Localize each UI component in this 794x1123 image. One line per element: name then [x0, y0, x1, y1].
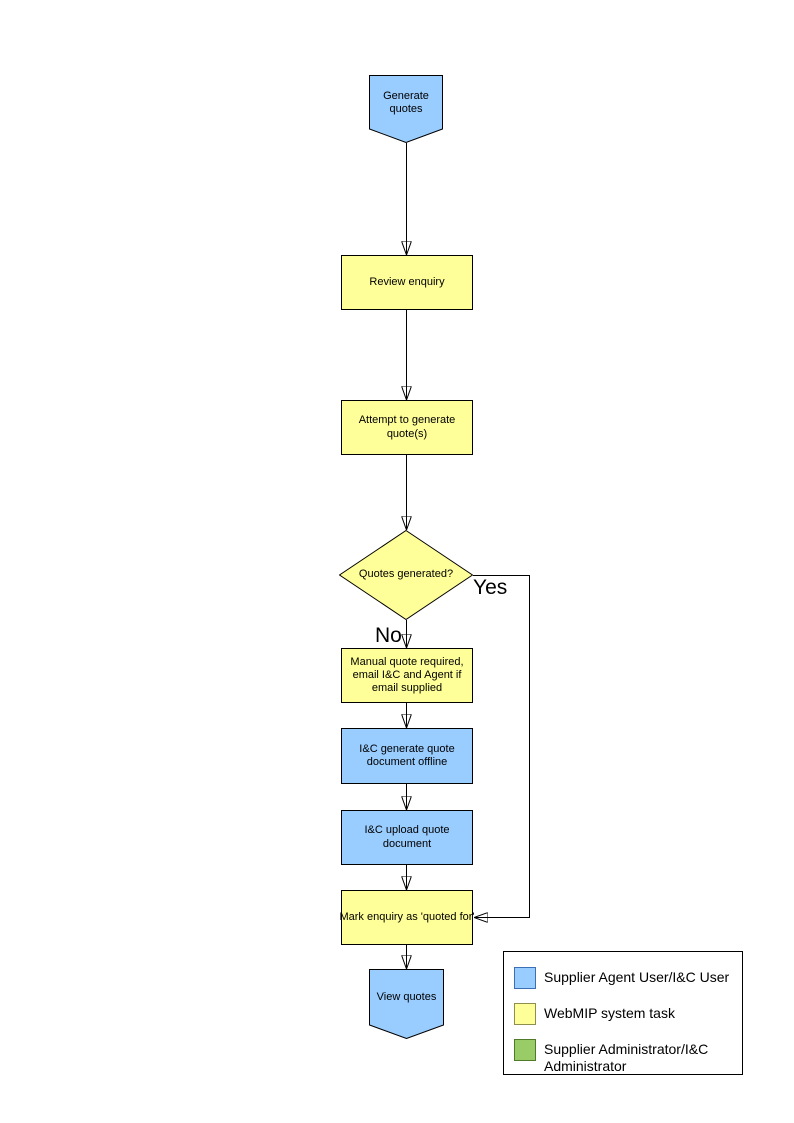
node-label: Generate quotes [383, 89, 429, 115]
off-page-connector-shape [369, 969, 444, 1039]
node-label: View quotes [376, 991, 437, 1004]
node-label: Mark enquiry as 'quoted for' [339, 910, 475, 923]
legend-swatch-yellow [514, 1003, 536, 1025]
node-mark-enquiry-quoted: Mark enquiry as 'quoted for' [339, 890, 475, 945]
legend-label: Supplier Administrator/I&C Administrator [544, 1041, 709, 1074]
legend-label: Supplier Agent User/I&C User [544, 969, 730, 985]
legend-swatch-green [514, 1039, 536, 1061]
legend-label: WebMIP system task [544, 1005, 675, 1021]
decision-diamond-shape [339, 530, 473, 620]
legend-item-system-task: WebMIP system task [514, 1003, 734, 1025]
node-review-enquiry: Review enquiry [341, 255, 473, 310]
legend-item-user-task: Supplier Agent User/I&C User [514, 967, 734, 989]
branch-label-yes: Yes [473, 576, 508, 599]
legend-item-admin-task: Supplier Administrator/I&C Administrator [514, 1039, 734, 1075]
node-label: I&C generate quote document offline [359, 742, 455, 768]
node-view-quotes: View quotes [369, 969, 444, 1039]
node-ic-upload-quote: I&C upload quote document [341, 810, 473, 865]
arrow-decision-yes-to-mark [473, 575, 530, 918]
node-label: I&C upload quote document [364, 824, 450, 850]
node-label: Review enquiry [369, 275, 445, 288]
off-page-connector-shape [369, 75, 443, 143]
legend-swatch-blue [514, 967, 536, 989]
node-label: Quotes generated? [358, 568, 454, 581]
branch-label-no: No [375, 624, 402, 647]
node-quotes-generated-decision: Quotes generated? [339, 530, 473, 620]
node-ic-generate-offline: I&C generate quote document offline [341, 728, 473, 784]
legend-box: Supplier Agent User/I&C User WebMIP syst… [503, 951, 743, 1075]
node-manual-quote-required: Manual quote required, email I&C and Age… [341, 648, 473, 703]
node-label: Attempt to generate quote(s) [358, 414, 456, 440]
node-attempt-generate-quotes: Attempt to generate quote(s) [341, 400, 473, 455]
node-generate-quotes: Generate quotes [369, 75, 443, 143]
node-label: Manual quote required, email I&C and Age… [350, 655, 464, 695]
